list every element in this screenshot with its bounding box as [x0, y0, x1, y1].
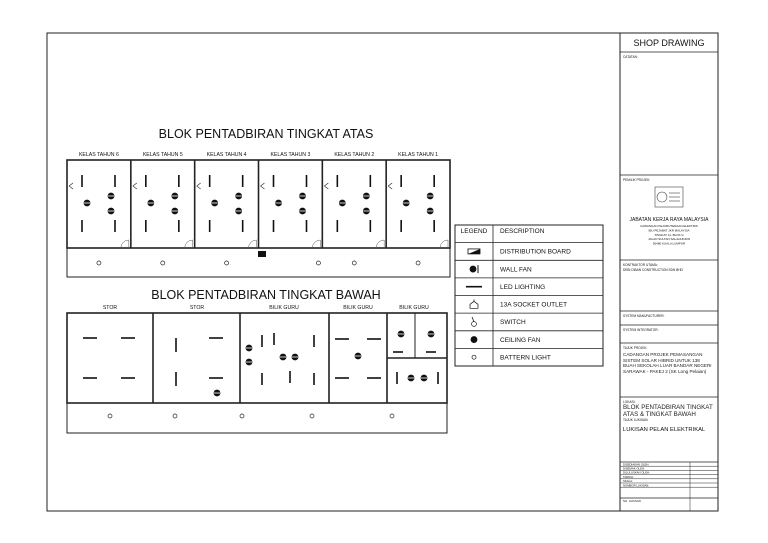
upper-block-plan: [66, 159, 451, 278]
legend-item-label: 13A SOCKET OUTLET: [500, 302, 567, 309]
legend-header-legend: LEGEND: [461, 228, 488, 235]
legend-item-label: WALL FAN: [500, 266, 532, 273]
switch-symbol: [196, 182, 201, 190]
upper-room-label: KELAS TAHUN 5: [143, 152, 183, 158]
tb-location-label: LOKASI:: [623, 400, 636, 404]
tb-agency-name: JABATAN KERJA RAYA MALAYSIA: [629, 217, 709, 223]
upper-partitions: [130, 160, 387, 248]
batten-light-symbol: [239, 413, 245, 419]
tb-project-title: CADANGAN PROJEK PEMASANGAN SISTEM SOLAR …: [623, 352, 712, 374]
upper-corridor-lights: [96, 260, 421, 266]
tb-heading: SHOP DRAWING: [633, 38, 704, 48]
switch-symbol: [68, 182, 74, 190]
upper-room-labels: KELAS TAHUN 6 KELAS TAHUN 5 KELAS TAHUN 4 K…: [79, 152, 438, 158]
footer-row-label: DISEDIAKAN OLEH:: [623, 462, 649, 466]
tb-contractor-label: KONTRAKTOR UTAMA:: [623, 263, 658, 267]
socket-outlet-icon: [469, 299, 479, 309]
tb-owner-label: PEMILIK PROJEK:: [623, 178, 650, 182]
legend-item-label: CEILING FAN: [500, 337, 541, 344]
lower-partitions: [152, 313, 447, 403]
agency-address-line: CAWANGAN KEJURUTERAAN ELEKTRIK: [640, 224, 698, 228]
batten-light-symbol: [107, 413, 113, 419]
footer-row-label: TARIKH:: [623, 475, 634, 479]
title-block: SHOP DRAWING CATATAN: PEMILIK PROJEK: JA…: [620, 38, 718, 511]
batten-light-symbol: [172, 413, 178, 419]
door-swing: [439, 239, 449, 249]
footer-drawing-no-label: NO. LUKISAN: [623, 499, 641, 503]
tb-drawing-title: LUKISAN PELAN ELEKTRIKAL: [623, 427, 706, 433]
lower-room-labels: STOR STOR BILIK GURU BILIK GURU BILIK GURU: [103, 305, 429, 311]
ceiling-fan-icon: [470, 336, 478, 343]
lower-room-label: BILIK GURU: [343, 305, 373, 311]
agency-address-line: JALAN SULTAN SALAHUDDIN: [648, 237, 690, 241]
batten-light-symbol: [224, 260, 229, 266]
legend-item-label: BATTERN LIGHT: [500, 354, 551, 361]
legend-rows: DISTRIBUTION BOARD WALL FAN LED LIGHTING 13…: [455, 242, 603, 361]
lower-room-label: STOR: [103, 305, 118, 311]
upper-block-title: BLOK PENTADBIRAN TINGKAT ATAS: [159, 127, 374, 141]
jkr-logo: [654, 186, 684, 208]
agency-address-line: 50480 KUALA LUMPUR: [653, 242, 686, 246]
upper-room-label: KELAS TAHUN 2: [334, 152, 374, 158]
tb-system-manufacturer: SYSTEM MANUFACTURER:: [623, 314, 665, 318]
footer-row-label: SKALA:: [623, 479, 633, 483]
tb-footer-rows: DISEDIAKAN OLEH:DISEMAK OLEH:DILULUSKAN …: [620, 461, 718, 511]
batten-light-symbol: [389, 413, 395, 419]
tb-catatan-label: CATATAN:: [623, 55, 638, 59]
tb-drawing-title-label: TAJUK LUKISAN:: [623, 418, 648, 422]
batten-light-symbol: [316, 260, 321, 266]
footer-row-label: NOMBOR LUKISAN:: [623, 483, 649, 487]
batten-light-symbol: [96, 260, 102, 266]
door-swing: [184, 239, 193, 249]
door-swing: [120, 239, 130, 249]
distribution-board-symbol: [258, 251, 266, 257]
legend-table: DISTRIBUTION BOARD WALL FAN LED LIGHTING 13…: [454, 224, 604, 367]
batten-light-icon: [471, 354, 477, 360]
lower-block-title: BLOK PENTADBIRAN TINGKAT BAWAH: [151, 288, 380, 302]
upper-room-label: KELAS TAHUN 6: [79, 152, 119, 158]
lower-room-label: STOR: [190, 305, 205, 311]
agency-address-line: TINGKAT 11, BLOK G: [654, 233, 684, 237]
legend-item-label: DISTRIBUTION BOARD: [500, 249, 571, 256]
batten-light-symbol: [351, 260, 357, 266]
legend-item-label: LED LIGHTING: [500, 284, 545, 291]
switch-symbol: [132, 182, 138, 190]
batten-light-symbol: [415, 260, 421, 266]
wall-fan-icon: [469, 265, 477, 273]
batten-light-symbol: [160, 260, 166, 266]
legend-header-description: DESCRIPTION: [500, 228, 545, 235]
upper-room-label: KELAS TAHUN 1: [398, 152, 438, 158]
lower-room-label: BILIK GURU: [399, 305, 429, 311]
lower-fixtures: [83, 330, 439, 397]
door-swing: [375, 239, 385, 249]
upper-room-label: KELAS TAHUN 4: [207, 152, 247, 158]
switch-symbol: [387, 182, 393, 190]
footer-row-label: DILULUSKAN OLEH:: [623, 471, 650, 475]
tb-project-label: TAJUK PROJEK:: [623, 346, 647, 350]
legend-item-label: SWITCH: [500, 319, 526, 326]
footer-row-label: DISEMAK OLEH:: [623, 467, 645, 471]
batten-light-symbol: [309, 413, 315, 419]
agency-address-line: IBU PEJABAT JKR MALAYSIA: [648, 228, 689, 232]
lower-block-plan: [66, 312, 448, 434]
door-swing: [248, 239, 257, 249]
logo-emblem: [656, 191, 668, 203]
upper-fixtures: [68, 175, 449, 249]
door-swing: [312, 239, 321, 249]
switch-symbol: [260, 182, 265, 190]
switch-icon: [471, 316, 475, 323]
switch-symbol: [324, 182, 329, 190]
tb-contractor-name: DEBI DIBAN CONSTRUCTION SDN BHD: [623, 268, 684, 272]
distribution-board-icon: [468, 248, 480, 254]
logo-frame: [654, 186, 684, 208]
upper-room-label: KELAS TAHUN 3: [270, 152, 310, 158]
lower-corridor-lights: [107, 413, 395, 419]
tb-system-integrator: SYSTEM INTEGRATOR:: [623, 328, 659, 332]
lower-room-label: BILIK GURU: [269, 305, 299, 311]
sheet-border: [46, 32, 719, 512]
tb-location: BLOK PENTADBIRAN TINGKAT ATAS & TINGKAT …: [623, 404, 713, 418]
